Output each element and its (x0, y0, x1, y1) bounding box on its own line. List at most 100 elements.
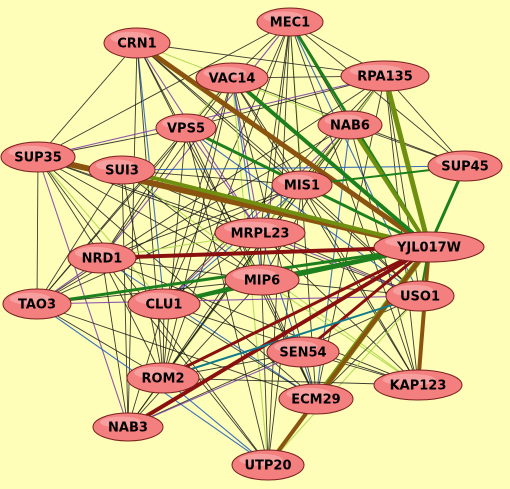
node-label: ECM29 (291, 393, 340, 408)
node-nrd1[interactable]: NRD1 (67, 242, 137, 274)
edge-rpa135-sup45 (384, 75, 466, 167)
node-nab6[interactable]: NAB6 (317, 110, 383, 140)
edge-tao3-uso1 (36, 295, 421, 305)
node-ellipse (256, 7, 324, 37)
edge-crn1-rom2 (136, 42, 164, 379)
edge-mrpl23-kap123 (259, 232, 419, 386)
node-label: ROM2 (141, 372, 184, 387)
node-ellipse (2, 288, 72, 320)
heavy-edge-vac14-yjl017w (230, 76, 431, 249)
edge-mis1-nrd1 (101, 184, 303, 259)
edge-sen54-nab3 (127, 351, 304, 428)
node-sui3[interactable]: SUI3 (88, 155, 156, 185)
node-ellipse (373, 231, 485, 263)
node-label: KAP123 (390, 379, 447, 394)
node-ellipse (126, 362, 200, 394)
node-highlight (9, 292, 51, 305)
edge-mec1-kap123 (289, 21, 419, 386)
node-mip6[interactable]: MIP6 (224, 264, 300, 296)
heavy-edge-kap123-yjl017w (416, 245, 431, 387)
node-highlight (382, 373, 436, 386)
node-uso1[interactable]: USO1 (385, 280, 455, 312)
node-label: SUP35 (14, 151, 62, 166)
node-nab3[interactable]: NAB3 (92, 412, 164, 442)
node-yjl017w[interactable]: YJL017W (373, 231, 485, 263)
node-mis1[interactable]: MIS1 (271, 170, 333, 200)
node-label: MIS1 (284, 179, 320, 194)
edge-mec1-mrpl23 (259, 21, 291, 234)
node-label: SUP45 (441, 160, 489, 175)
node-crn1[interactable]: CRN1 (103, 27, 171, 59)
heavy-edge-sui3-yjl017w (120, 168, 431, 249)
heavy-edge-rom2-yjl017w (161, 245, 431, 380)
node-label: VAC14 (209, 72, 256, 87)
node-rpa135[interactable]: RPA135 (340, 60, 430, 92)
node-label: YJL017W (396, 241, 461, 256)
edge-uso1-utp20 (267, 295, 421, 466)
node-highlight (100, 416, 142, 428)
node-ellipse (92, 412, 164, 442)
node-highlight (274, 340, 318, 353)
node-clu1[interactable]: CLU1 (127, 288, 201, 320)
node-label: MRPL23 (231, 227, 290, 242)
node-vps5[interactable]: VPS5 (155, 113, 217, 143)
node-ecm29[interactable]: ECM29 (278, 383, 354, 415)
node-kap123[interactable]: KAP123 (373, 369, 463, 401)
node-label: NRD1 (82, 252, 123, 267)
node-vac14[interactable]: VAC14 (195, 62, 269, 94)
heavy-edge-rpa135-yjl017w (382, 73, 432, 250)
node-label: SUI3 (105, 164, 139, 179)
node-ellipse (427, 150, 503, 182)
node-mrpl23[interactable]: MRPL23 (214, 217, 306, 249)
node-ellipse (88, 155, 156, 185)
heavy-edge-crn1-yjl017w (134, 40, 432, 250)
node-rom2[interactable]: ROM2 (126, 362, 200, 394)
edge-mec1-sup45 (289, 21, 466, 167)
node-highlight (385, 235, 451, 248)
node-sup35[interactable]: SUP35 (0, 141, 76, 173)
node-highlight (239, 453, 283, 466)
edge-nrd1-ecm29 (101, 257, 317, 400)
edge-nrd1-nab3 (101, 257, 129, 428)
edge-vac14-rom2 (162, 77, 233, 379)
node-highlight (135, 292, 179, 305)
node-sen54[interactable]: SEN54 (266, 336, 340, 368)
node-highlight (162, 117, 198, 129)
node-highlight (74, 246, 116, 259)
node-highlight (286, 387, 331, 400)
node-label: RPA135 (357, 70, 413, 85)
node-tao3[interactable]: TAO3 (2, 288, 72, 320)
edge-crn1-nab3 (127, 42, 138, 428)
edge-mec1-ecm29 (289, 21, 317, 400)
node-ellipse (155, 113, 217, 143)
edge-mec1-sup35 (37, 21, 291, 158)
edge-sui3-tao3 (36, 169, 123, 305)
node-ellipse (67, 242, 137, 274)
edge-sup35-clu1 (37, 156, 165, 305)
edge-tao3-ecm29 (36, 303, 317, 400)
node-ellipse (278, 383, 354, 415)
edge-nrd1-rom2 (101, 257, 164, 379)
node-highlight (324, 114, 363, 126)
edge-uso1-nab3 (127, 295, 421, 428)
node-mec1[interactable]: MEC1 (256, 7, 324, 37)
node-utp20[interactable]: UTP20 (231, 449, 305, 481)
edge-vps5-uso1 (185, 127, 421, 297)
node-label: CRN1 (117, 37, 156, 52)
node-highlight (263, 11, 304, 23)
edge-rom2-utp20 (162, 377, 269, 466)
edge-sup35-nab3 (37, 156, 129, 428)
heavy-edge-rom2-uso1 (162, 295, 421, 379)
node-sup45[interactable]: SUP45 (427, 150, 503, 182)
edge-vps5-mrpl23 (185, 127, 261, 234)
edge-clu1-ecm29 (163, 303, 317, 400)
node-ellipse (127, 288, 201, 320)
node-ellipse (224, 264, 300, 296)
edge-vps5-utp20 (185, 127, 269, 466)
edge-crn1-sup35 (37, 42, 138, 158)
node-highlight (8, 145, 53, 158)
edge-mip6-nab3 (127, 279, 263, 428)
edge-vps5-tao3 (36, 127, 187, 305)
edge-sui3-nab3 (121, 169, 129, 428)
